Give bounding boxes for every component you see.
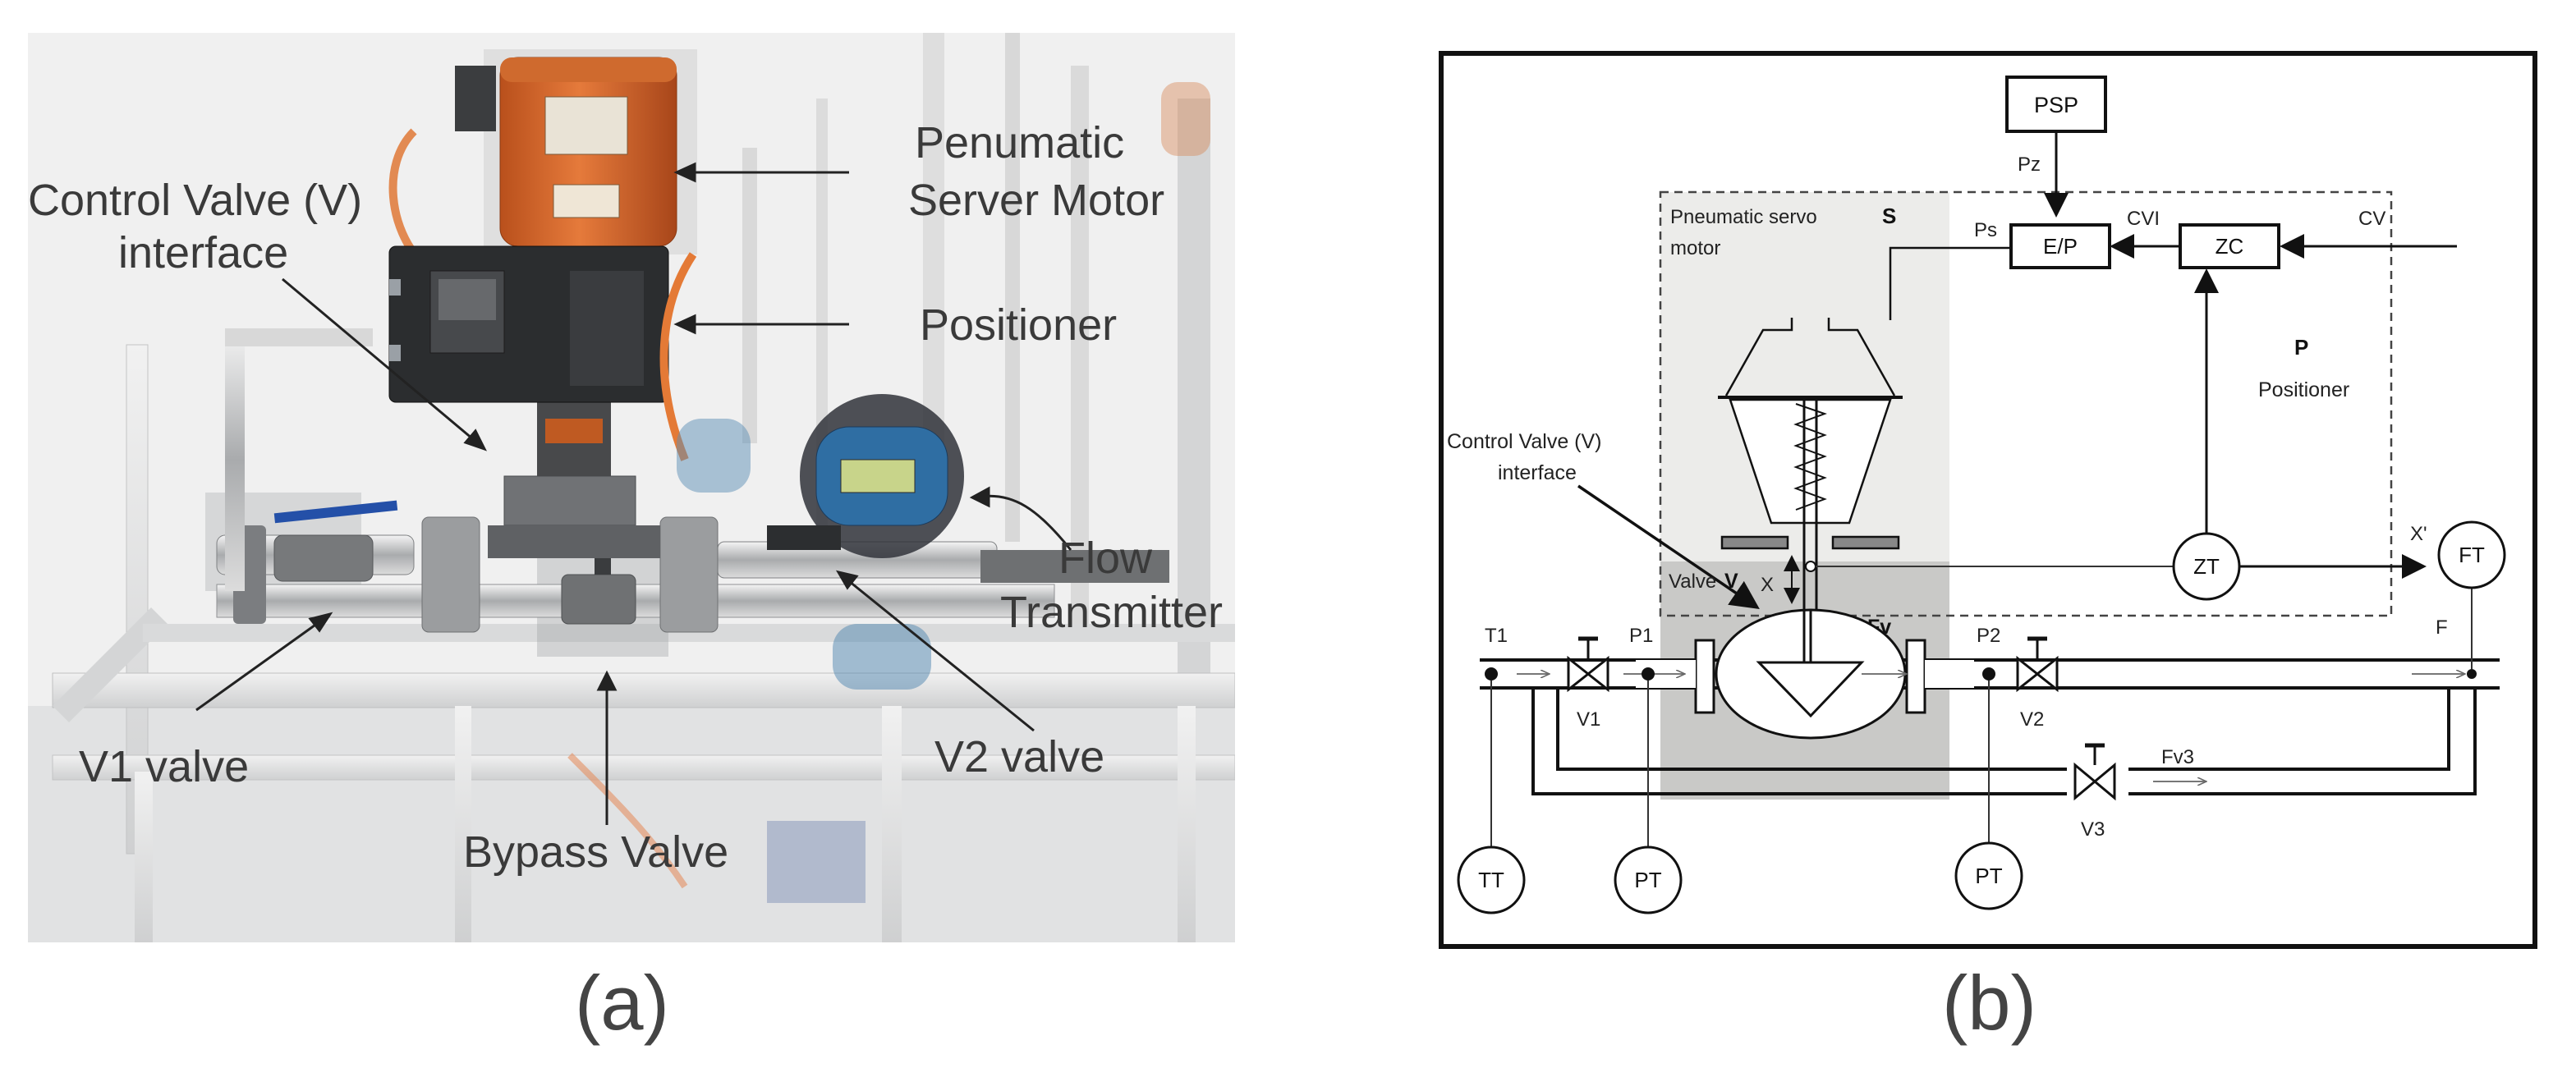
servo-label-line2: motor	[1670, 237, 1720, 259]
valve-label: Valve	[1669, 571, 1716, 593]
v1-valve-symbol	[1567, 636, 1609, 693]
arrow-control-valve	[282, 277, 487, 451]
label-bypass: Bypass Valve	[463, 827, 728, 877]
label-control-valve-line2: interface	[118, 228, 288, 277]
cvi-label: CVI	[2127, 208, 2160, 230]
positioner-label: Positioner	[2258, 378, 2349, 401]
pt-right-label: PT	[1975, 864, 2002, 888]
v3-valve-symbol	[2073, 743, 2116, 801]
f-label: F	[2436, 616, 2448, 639]
actuator-drawing	[1718, 318, 1903, 609]
v1-label: V1	[1577, 708, 1600, 731]
control-valve-body	[488, 394, 660, 558]
s-label: S	[1882, 204, 1896, 228]
photo-panel: Penumatic Server Motor Control Valve (V)…	[28, 33, 1235, 942]
label-control-valve-line1: Control Valve (V)	[28, 176, 362, 225]
label-servo-motor-line1: Penumatic	[915, 118, 1124, 167]
pz-label: Pz	[2018, 154, 2041, 176]
ft-circle	[2437, 520, 2506, 589]
ep-box	[2009, 223, 2111, 269]
psp-label: PSP	[2034, 93, 2078, 117]
label-positioner: Positioner	[920, 300, 1117, 350]
zt-label: ZT	[2193, 554, 2220, 579]
caption-b: (b)	[1942, 960, 2036, 1046]
v2-label: V2	[2020, 708, 2044, 731]
psp-box	[2005, 76, 2107, 133]
cv-interface-line1: Control Valve (V)	[1447, 430, 1602, 453]
arrow-v2	[835, 570, 1035, 732]
zc-label: ZC	[2216, 234, 2244, 259]
arrow-flow-transmitter	[969, 486, 1072, 551]
positioner-dashed-box	[1659, 190, 2393, 617]
x-prime-label: X'	[2410, 523, 2427, 545]
caption-a: (a)	[575, 960, 669, 1046]
label-servo-motor-line2: Server Motor	[908, 176, 1164, 225]
p2-label: P2	[1977, 625, 2000, 647]
servo-label-line1: Pneumatic servo	[1670, 206, 1817, 228]
cv-label: CV	[2358, 208, 2385, 230]
fv3-label: Fv3	[2161, 746, 2194, 768]
tt-circle	[1457, 846, 1526, 914]
ft-label: FT	[2459, 543, 2485, 567]
label-flow-line1: Flow	[1058, 534, 1153, 583]
flow-transmitter	[767, 394, 964, 558]
schematic-panel: PSP Pz E/P Ps ZC CVI CV P Positioner Pne…	[1439, 51, 2537, 949]
arrow-servo-motor	[673, 162, 849, 183]
arrow-bypass	[596, 670, 618, 825]
label-v2: V2 valve	[934, 732, 1104, 781]
v3-label: V3	[2081, 818, 2105, 841]
zc-box	[2179, 223, 2280, 269]
bypass-pipeline	[1531, 688, 2477, 795]
ps-label: Ps	[1974, 219, 1997, 241]
label-v1: V1 valve	[79, 742, 249, 791]
positioner-box	[388, 245, 669, 403]
control-valve-symbol	[1636, 608, 1974, 740]
v2-valve-symbol	[2016, 636, 2059, 693]
label-flow-line2: Transmitter	[1000, 588, 1223, 637]
pneumatic-servo-motor	[388, 49, 697, 266]
cv-interface-line2: interface	[1498, 461, 1577, 484]
tt-label: TT	[1478, 868, 1504, 892]
pt-left-label: PT	[1634, 868, 1661, 892]
valve-v-label: V	[1724, 570, 1738, 593]
p-label: P	[2294, 335, 2308, 360]
arrow-v1	[195, 612, 333, 712]
p1-label: P1	[1629, 625, 1653, 647]
aluminum-frame	[52, 344, 1235, 942]
ep-label: E/P	[2043, 234, 2078, 259]
x-label: X	[1761, 574, 1774, 596]
pt-left-circle	[1614, 846, 1683, 914]
arrow-positioner	[673, 314, 849, 335]
v1-valve	[273, 500, 398, 582]
main-pipe	[216, 328, 1169, 633]
t1-label: T1	[1485, 625, 1508, 647]
pt-right-circle	[1954, 841, 2023, 910]
